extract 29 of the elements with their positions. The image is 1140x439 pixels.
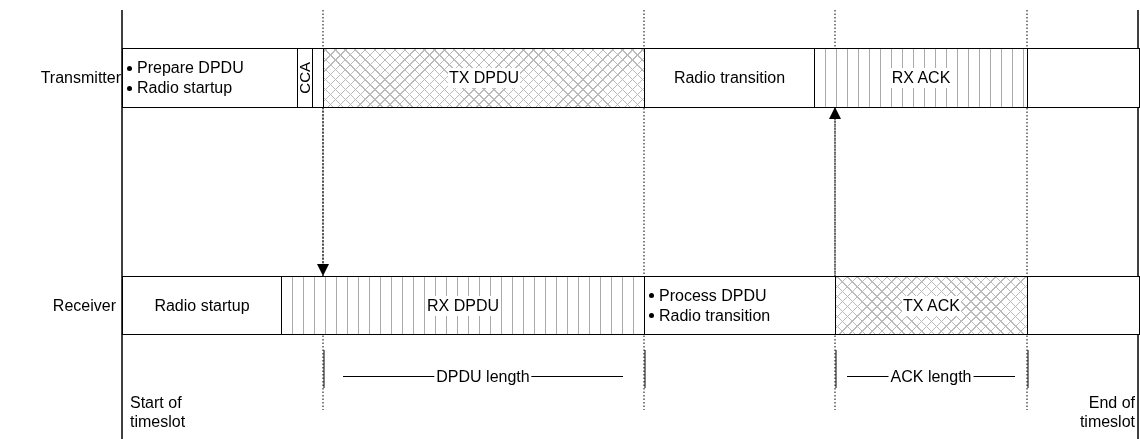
time-segment <box>122 276 282 335</box>
segment-label: Radio transition <box>673 68 786 88</box>
row-label: Receiver <box>52 296 116 315</box>
time-segment <box>835 276 1028 335</box>
list-item: Radio startup <box>137 78 233 98</box>
time-segment <box>122 48 298 108</box>
row-label: Transmitter <box>40 68 121 87</box>
time-label: End of timeslot <box>1078 393 1135 431</box>
arrow <box>829 106 841 277</box>
segment-label: RX ACK <box>890 68 952 88</box>
segment-label: TX DPDU <box>447 68 521 88</box>
list-item: Process DPDU <box>659 285 767 306</box>
time-segment <box>297 48 313 108</box>
time-segment <box>644 276 836 335</box>
time-segment <box>323 48 645 108</box>
segment-label: Radio startup <box>154 295 250 316</box>
time-segment <box>644 48 815 108</box>
empty-segment <box>312 48 324 108</box>
list-item: Prepare DPDU <box>137 58 244 78</box>
time-segment <box>281 276 645 335</box>
time-segment <box>814 48 1028 108</box>
segment-label: RX DPDU <box>426 295 500 316</box>
segment-label: CCA <box>295 62 314 94</box>
time-label: Start of timeslot <box>130 393 187 431</box>
dimension-label: ACK length <box>888 367 974 386</box>
list-item: Radio transition <box>659 305 771 326</box>
arrow <box>317 106 329 277</box>
segment-label: TX ACK <box>902 295 961 316</box>
dimension-label: DPDU length <box>434 367 532 386</box>
